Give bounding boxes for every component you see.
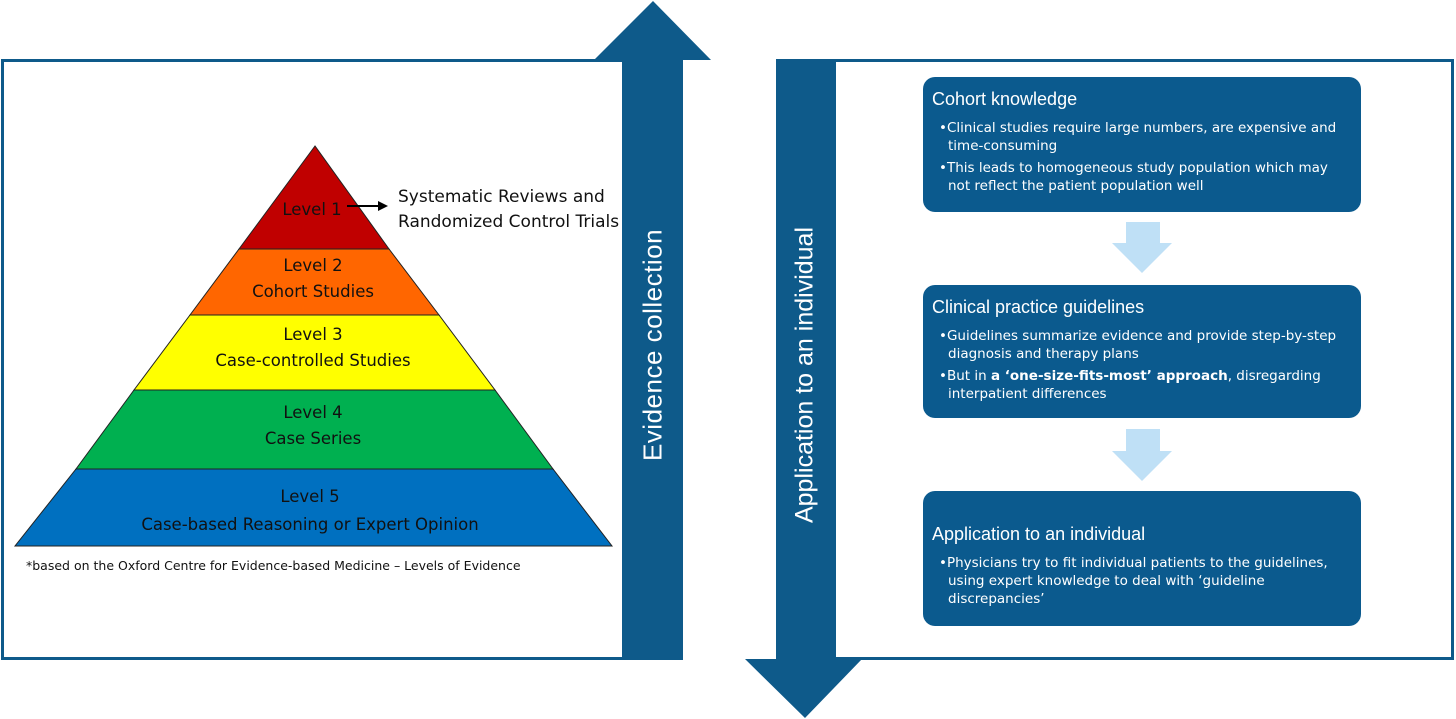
level-5-description: Case-based Reasoning or Expert Opinion (141, 515, 479, 534)
pyramid-level-5 (13, 468, 614, 547)
card-title: Cohort knowledge (932, 89, 1078, 109)
level-4-label: Level 4 (283, 403, 343, 422)
clinical-guidelines-card: Clinical practice guidelines •Guidelines… (923, 285, 1361, 418)
bullet-suffix: , disregarding interpatient differences (948, 368, 1321, 402)
card-bullet: •Clinical studies require large numbers,… (939, 120, 1337, 154)
level-3-label: Level 3 (283, 325, 343, 344)
pyramid-level-3-text: Level 3 Case-controlled Studies (215, 322, 410, 374)
card-bullet: •But in a ‘one-size-fits-most’ approach,… (932, 367, 1347, 403)
cohort-knowledge-card: Cohort knowledge •Clinical studies requi… (923, 77, 1361, 212)
application-label: Application to an individual (790, 226, 819, 524)
bullet-emphasis: a ‘one-size-fits-most’ approach (990, 368, 1228, 384)
evidence-pyramid (13, 145, 614, 547)
application-arrow (745, 59, 862, 718)
pyramid-level-1-text: Level 1 (282, 197, 341, 223)
level-5-label: Level 5 (280, 487, 340, 506)
footnote: *based on the Oxford Centre for Evidence… (26, 558, 521, 573)
card-title: Clinical practice guidelines (932, 297, 1145, 317)
card-bullet: •Guidelines summarize evidence and provi… (939, 328, 1337, 362)
card-title: Application to an individual (932, 524, 1146, 544)
evidence-collection-label: Evidence collection (637, 228, 668, 462)
level-2-label: Level 2 (283, 256, 343, 275)
card-bullet: •This leads to homogeneous study populat… (939, 160, 1328, 194)
flow-arrow-1 (1112, 222, 1172, 273)
level-4-description: Case Series (264, 429, 362, 448)
application-individual-card: Application to an individual •Physicians… (923, 491, 1361, 626)
pyramid-level-5-text: Level 5 Case-based Reasoning or Expert O… (141, 483, 478, 539)
level-1-label: Level 1 (282, 200, 342, 219)
flow-arrow-2 (1112, 429, 1172, 481)
pyramid-level-4-text: Level 4 Case Series (265, 400, 361, 452)
level1-callout-arrow (347, 201, 388, 211)
pyramid-level-2-text: Level 2 Cohort Studies (252, 253, 374, 305)
evidence-collection-arrow (594, 1, 711, 660)
level-3-description: Case-controlled Studies (215, 351, 411, 370)
level-2-description: Cohort Studies (252, 282, 374, 301)
level-1-callout-text: Systematic Reviews and Randomized Contro… (398, 187, 620, 232)
bullet-prefix: •But in (939, 368, 991, 384)
card-bullet: •Physicians try to fit individual patien… (939, 555, 1328, 607)
